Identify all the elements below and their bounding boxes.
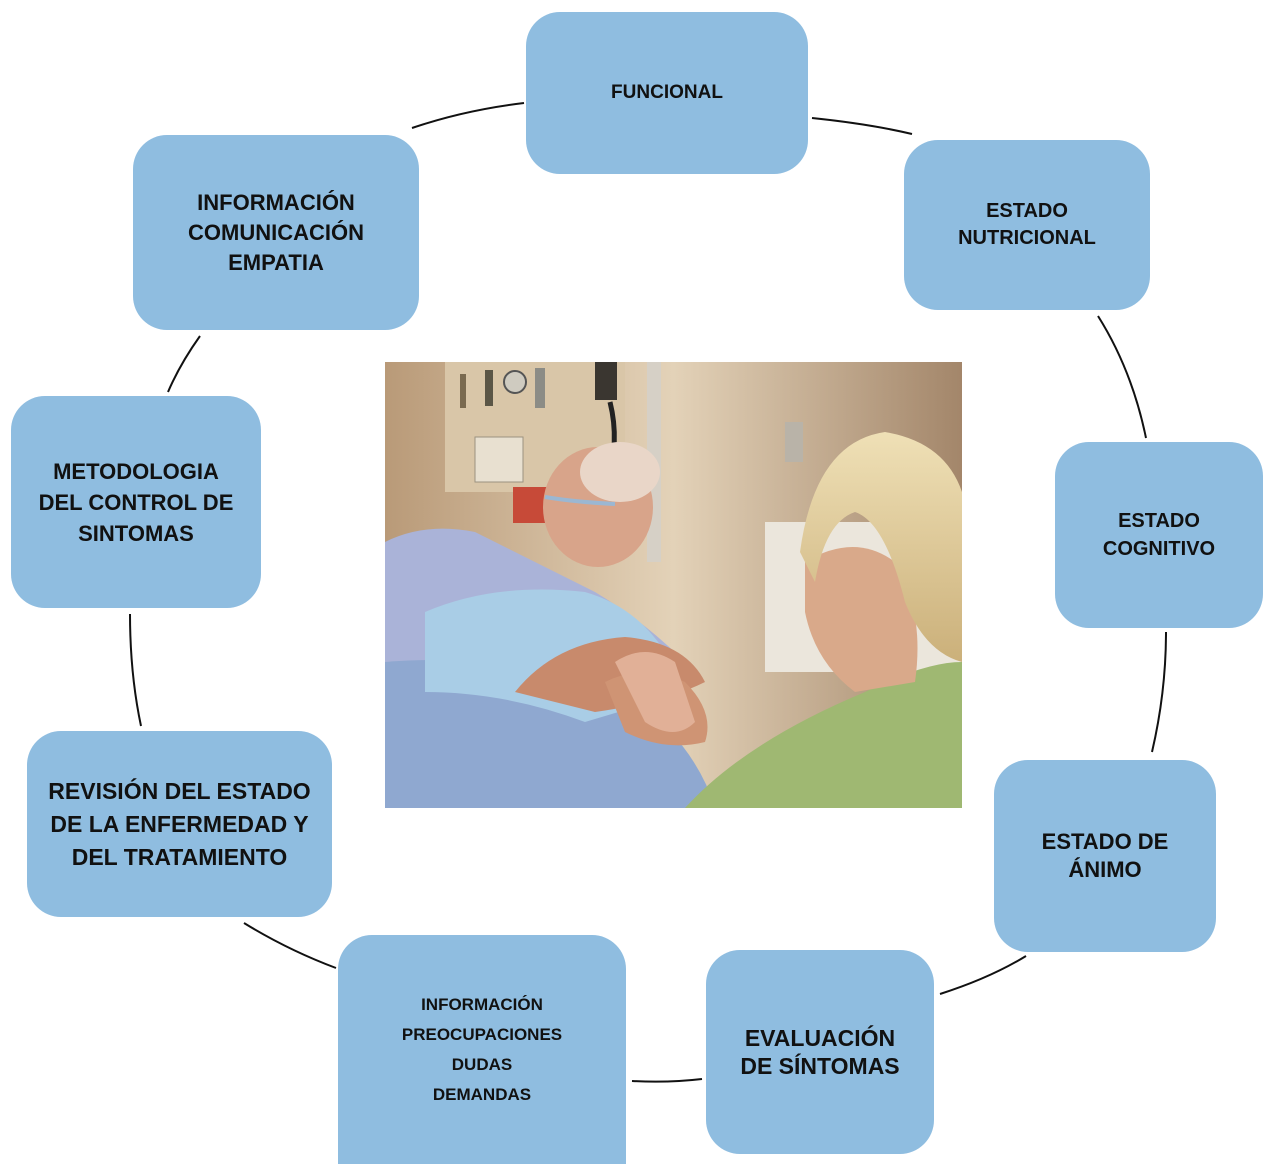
- connector-informacion-to-revision: [243, 922, 337, 969]
- node-label-line: DEL TRATAMIENTO: [71, 843, 288, 870]
- node-label-line: FUNCIONAL: [611, 82, 723, 103]
- node-label-line: DE SÍNTOMAS: [740, 1053, 900, 1079]
- node-estado-cognitivo: ESTADO COGNITIVO: [1055, 442, 1263, 628]
- connector-revision-to-metodologia: [129, 613, 142, 727]
- node-informacion-preocupaciones: INFORMACIÓN PREOCUPACIONES DUDAS DEMANDAS: [338, 935, 626, 1164]
- node-informacion-comunicacion-empatia: INFORMACIÓN COMUNICACIÓN EMPATIA: [133, 135, 419, 330]
- node-revision-estado-enfermedad: REVISIÓN DEL ESTADO DE LA ENFERMEDAD Y DEL…: [27, 731, 332, 917]
- node-label-line: INFORMACIÓN: [421, 994, 543, 1014]
- node-estado-de-animo: ESTADO DE ÁNIMO: [994, 760, 1216, 952]
- node-label-line: PREOCUPACIONES: [401, 1024, 563, 1044]
- node-label-line: INFORMACIÓN: [197, 189, 355, 215]
- connector-cognitivo-to-animo: [1151, 631, 1167, 753]
- node-label-line: COGNITIVO: [1102, 538, 1216, 560]
- node-label-line: NUTRICIONAL: [958, 227, 1096, 249]
- connector-funcional-to-nutricional: [811, 117, 913, 135]
- node-label-line: ESTADO DE: [1041, 829, 1169, 854]
- patient-caregiver-photo: [385, 362, 962, 808]
- connector-comunicacion-to-funcional: [411, 102, 525, 129]
- node-label-line: REVISIÓN DEL ESTADO: [48, 777, 311, 804]
- node-funcional: FUNCIONAL: [526, 12, 808, 174]
- node-label-line: DUDAS: [451, 1054, 513, 1074]
- node-metodologia-control-sintomas: METODOLOGIA DEL CONTROL DE SINTOMAS: [11, 396, 261, 608]
- connector-metodologia-to-comunicacion: [167, 335, 201, 393]
- connector-evaluacion-to-informacion: [631, 1078, 703, 1083]
- node-label-line: EVALUACIÓN: [744, 1025, 896, 1051]
- node-label-line: SINTOMAS: [78, 520, 194, 546]
- connector-nutricional-to-cognitivo: [1097, 315, 1147, 439]
- node-label-line: ESTADO: [1118, 510, 1200, 532]
- node-label-line: EMPATIA: [228, 249, 324, 275]
- connector-animo-to-evaluacion: [939, 955, 1027, 995]
- node-label-line: COMUNICACIÓN: [188, 219, 364, 245]
- node-label-line: DEMANDAS: [432, 1084, 532, 1104]
- node-label-line: ESTADO: [986, 200, 1068, 222]
- node-estado-nutricional: ESTADO NUTRICIONAL: [904, 140, 1150, 310]
- node-label-line: DE LA ENFERMEDAD Y: [50, 810, 309, 837]
- node-label-line: ÁNIMO: [1068, 857, 1142, 882]
- node-label-line: DEL CONTROL DE: [38, 489, 234, 515]
- node-label-line: METODOLOGIA: [53, 458, 219, 484]
